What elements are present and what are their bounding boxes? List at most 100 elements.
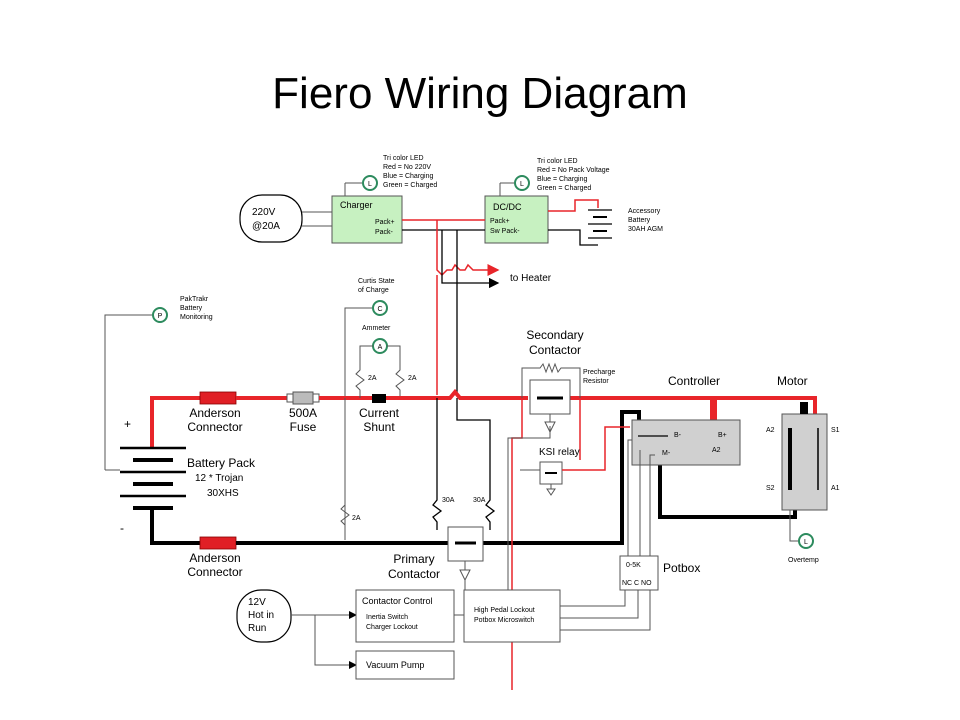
svg-text:Battery Pack: Battery Pack bbox=[187, 456, 256, 470]
svg-text:Potbox Microswitch: Potbox Microswitch bbox=[474, 617, 534, 624]
svg-text:B-: B- bbox=[674, 432, 682, 439]
precharge-label: Precharge Resistor bbox=[583, 369, 615, 385]
svg-text:2A: 2A bbox=[368, 375, 377, 382]
svg-text:@20A: @20A bbox=[252, 221, 280, 232]
svg-text:Accessory: Accessory bbox=[628, 208, 661, 215]
svg-text:12V: 12V bbox=[248, 597, 266, 608]
svg-text:Secondary: Secondary bbox=[526, 328, 583, 342]
precharge-resistor bbox=[521, 362, 581, 398]
potbox-wire-1 bbox=[627, 439, 632, 556]
svg-text:Tri color LED: Tri color LED bbox=[383, 155, 424, 162]
motor-label: Motor bbox=[777, 374, 808, 388]
svg-text:Vacuum Pump: Vacuum Pump bbox=[366, 660, 424, 670]
svg-text:Tri color LED: Tri color LED bbox=[537, 158, 578, 165]
ammeter-gauge: Ammeter A 2A 2A 2A bbox=[340, 325, 417, 526]
svg-text:Pack+: Pack+ bbox=[490, 218, 510, 225]
svg-text:Charger: Charger bbox=[340, 200, 373, 210]
dcdc-box: DC/DC Pack+ Sw Pack- bbox=[484, 195, 549, 244]
svg-text:Overtemp: Overtemp bbox=[788, 557, 819, 564]
svg-text:Battery: Battery bbox=[628, 217, 651, 224]
svg-text:Primary: Primary bbox=[393, 552, 434, 566]
svg-text:Blue = Charging: Blue = Charging bbox=[383, 173, 434, 180]
vacuum-pump-box: Vacuum Pump bbox=[355, 650, 455, 680]
svg-text:30XHS: 30XHS bbox=[207, 488, 239, 499]
svg-text:Green = Charged: Green = Charged bbox=[537, 185, 591, 192]
svg-text:A2: A2 bbox=[766, 427, 775, 434]
svg-text:M-: M- bbox=[662, 450, 671, 457]
svg-text:S2: S2 bbox=[766, 485, 775, 492]
battery-pack-symbol bbox=[120, 446, 186, 510]
battery-minus: - bbox=[120, 521, 124, 535]
motor-overtemp-gauge: L Overtemp bbox=[788, 510, 819, 564]
curtis-soc-gauge: C Curtis State of Charge bbox=[344, 278, 395, 540]
ksi-relay-label: KSI relay bbox=[539, 447, 580, 458]
svg-text:A: A bbox=[378, 344, 383, 351]
heater-negative-wire bbox=[441, 230, 500, 289]
ksi-relay-symbol bbox=[539, 461, 563, 496]
svg-text:Sw Pack-: Sw Pack- bbox=[490, 228, 520, 235]
heater-label: to Heater bbox=[510, 273, 552, 284]
svg-text:500A: 500A bbox=[289, 406, 317, 420]
svg-text:30AH AGM: 30AH AGM bbox=[628, 226, 663, 233]
current-shunt-label: Current Shunt bbox=[359, 406, 400, 434]
svg-text:L: L bbox=[804, 539, 808, 546]
anderson-connector-top bbox=[199, 391, 237, 405]
dcdc-led-note: Tri color LED Red = No Pack Voltage Blue… bbox=[537, 158, 610, 192]
svg-text:Inertia Switch: Inertia Switch bbox=[366, 614, 408, 621]
ksi-controller-wire bbox=[562, 426, 630, 471]
svg-text:Monitoring: Monitoring bbox=[180, 314, 213, 321]
hot12-source: 12V Hot in Run bbox=[236, 589, 292, 643]
primary-contactor-symbol bbox=[447, 526, 484, 582]
lockout-box: High Pedal Lockout Potbox Microswitch bbox=[463, 589, 561, 643]
motor-box: A2 S1 S2 A1 bbox=[766, 402, 840, 511]
svg-text:PakTrakr: PakTrakr bbox=[180, 296, 209, 303]
anderson-connector-bottom bbox=[199, 536, 237, 550]
secondary-contactor-symbol bbox=[529, 379, 571, 434]
accessory-battery-symbol bbox=[588, 209, 612, 239]
heater-positive-wire bbox=[436, 220, 500, 277]
battery-pack-label: Battery Pack 12 * Trojan 30XHS bbox=[187, 456, 256, 499]
primary-contactor-label: Primary Contactor bbox=[388, 552, 440, 581]
battery-negative-lead bbox=[150, 508, 203, 545]
svg-text:of Charge: of Charge bbox=[358, 287, 389, 294]
svg-text:Red = No Pack Voltage: Red = No Pack Voltage bbox=[537, 167, 610, 174]
power-source: 220V @20A bbox=[239, 194, 303, 243]
svg-text:Shunt: Shunt bbox=[363, 420, 395, 434]
charger-led-note: Tri color LED Red = No 220V Blue = Charg… bbox=[383, 155, 437, 189]
svg-text:A1: A1 bbox=[831, 485, 840, 492]
battery-positive-lead bbox=[150, 396, 203, 448]
svg-text:30A: 30A bbox=[473, 497, 486, 504]
svg-text:L: L bbox=[520, 181, 524, 188]
main-positive-bus bbox=[386, 388, 470, 400]
controller-label: Controller bbox=[668, 374, 720, 388]
svg-text:Run: Run bbox=[248, 623, 266, 634]
svg-text:220V: 220V bbox=[252, 207, 276, 218]
svg-text:Ammeter: Ammeter bbox=[362, 325, 391, 332]
fuse-500a-label: 500A Fuse bbox=[289, 406, 317, 434]
svg-text:Anderson: Anderson bbox=[189, 551, 240, 565]
dcdc-led-gauge: L bbox=[499, 175, 530, 196]
svg-text:B+: B+ bbox=[718, 432, 727, 439]
svg-text:30A: 30A bbox=[442, 497, 455, 504]
svg-text:0-5K: 0-5K bbox=[626, 562, 641, 569]
potbox-label: Potbox bbox=[663, 561, 700, 575]
svg-text:2A: 2A bbox=[408, 375, 417, 382]
svg-text:A2: A2 bbox=[712, 447, 721, 454]
svg-text:S1: S1 bbox=[831, 427, 840, 434]
accessory-negative-wire bbox=[548, 229, 598, 246]
svg-text:Connector: Connector bbox=[187, 565, 242, 579]
accessory-battery-label: Accessory Battery 30AH AGM bbox=[628, 208, 663, 233]
svg-text:Precharge: Precharge bbox=[583, 369, 615, 376]
paktrakr-gauge: P PakTrakr Battery Monitoring bbox=[104, 296, 213, 470]
svg-text:Red = No 220V: Red = No 220V bbox=[383, 164, 431, 171]
svg-text:12 * Trojan: 12 * Trojan bbox=[195, 473, 243, 484]
secondary-contactor-label: Secondary Contactor bbox=[526, 328, 583, 357]
svg-text:High Pedal Lockout: High Pedal Lockout bbox=[474, 607, 535, 614]
svg-text:Battery: Battery bbox=[180, 305, 203, 312]
svg-text:Anderson: Anderson bbox=[189, 406, 240, 420]
svg-text:Charger Lockout: Charger Lockout bbox=[366, 624, 418, 631]
svg-text:Pack-: Pack- bbox=[375, 229, 394, 236]
svg-text:2A: 2A bbox=[352, 515, 361, 522]
svg-text:Current: Current bbox=[359, 406, 400, 420]
